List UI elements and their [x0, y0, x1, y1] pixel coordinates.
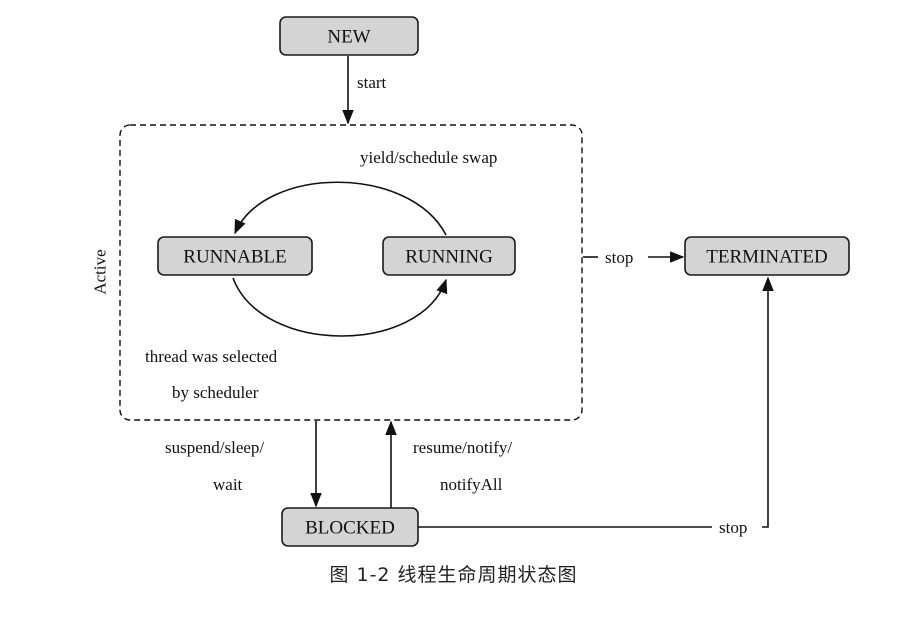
- label-start: start: [357, 73, 387, 92]
- label-selected-line1: thread was selected: [145, 347, 278, 366]
- state-running: RUNNING: [382, 236, 516, 276]
- state-blocked-label: BLOCKED: [305, 518, 395, 539]
- label-selected-line2: by scheduler: [172, 383, 259, 402]
- label-resume-line1: resume/notify/: [413, 438, 512, 457]
- edge-selected-by-scheduler: [232, 277, 448, 337]
- state-blocked: BLOCKED: [281, 507, 419, 547]
- label-stop-active: stop: [605, 248, 633, 267]
- active-group-box: [119, 124, 583, 421]
- state-terminated: TERMINATED: [684, 236, 850, 276]
- state-running-label: RUNNING: [405, 247, 493, 268]
- edge-yield-swap: [234, 181, 447, 236]
- figure-caption: 图 1-2 线程生命周期状态图: [329, 564, 578, 586]
- state-new-label: NEW: [327, 27, 370, 48]
- state-terminated-label: TERMINATED: [706, 247, 827, 268]
- active-group-label: Active: [91, 249, 110, 294]
- edge-stop-blocked-vertical: [762, 276, 774, 528]
- state-runnable-label: RUNNABLE: [183, 247, 286, 268]
- label-resume-line2: notifyAll: [440, 475, 503, 494]
- label-yield-swap: yield/schedule swap: [360, 148, 497, 167]
- label-suspend-line2: wait: [213, 475, 243, 494]
- label-suspend-line1: suspend/sleep/: [165, 438, 264, 457]
- label-stop-blocked: stop: [719, 518, 747, 537]
- state-runnable: RUNNABLE: [157, 236, 313, 276]
- state-new: NEW: [279, 16, 419, 56]
